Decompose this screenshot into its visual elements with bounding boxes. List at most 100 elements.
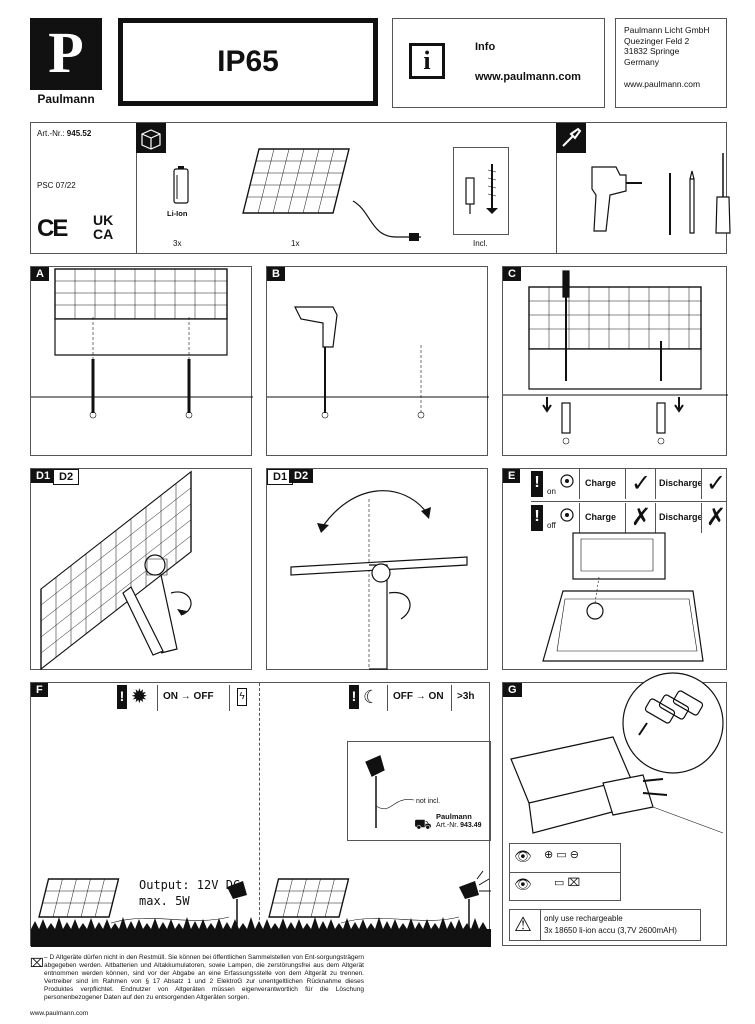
pencil-icon bbox=[689, 170, 695, 234]
step-f-label: F bbox=[31, 683, 48, 697]
step-d2-label: D2 bbox=[289, 469, 314, 483]
sun-icon: ✹ bbox=[131, 686, 148, 708]
rotate-panel-drawing bbox=[290, 490, 468, 670]
accessory-box: not incl. ⛟ Paulmann Art.-Nr. 943.49 bbox=[347, 741, 491, 841]
output-spec: Output: 12V DC max. 5W bbox=[139, 877, 240, 909]
charge-label-on: Charge bbox=[585, 478, 617, 488]
charge-cross-off: ✗ bbox=[631, 504, 652, 531]
accessory-art-number: 943.49 bbox=[460, 822, 482, 829]
battery-polarity-icon: ⊕ ▭ ⊖ bbox=[544, 849, 579, 861]
ukca-mark: UK CA bbox=[93, 213, 113, 241]
battery-disposal-icon: ▭ ⌧ bbox=[554, 877, 581, 889]
battery-insert-drawing bbox=[510, 672, 724, 834]
info-box: i Info www.paulmann.com bbox=[392, 18, 605, 108]
screw-mount-drawing bbox=[503, 270, 728, 445]
battery-label: Li-Ion bbox=[167, 209, 188, 218]
wall-mount-drawing bbox=[31, 268, 253, 419]
battery-warning: ⚠ only use rechargeable 3x 18650 li-ion … bbox=[509, 909, 701, 941]
switch-location-drawing bbox=[542, 532, 704, 662]
step-d1-panel: D1 D2 bbox=[30, 468, 252, 671]
discharge-cross-off: ✗ bbox=[706, 504, 727, 531]
art-number-line: Art.-Nr.: 945.52 bbox=[37, 129, 91, 138]
drilling-drawing bbox=[267, 306, 489, 419]
moon-icon: ☾ bbox=[363, 687, 380, 707]
footer-url[interactable]: www.paulmann.com bbox=[30, 1010, 89, 1017]
night-switch-text: OFF → ON bbox=[393, 691, 444, 702]
eye-icon: 👁 bbox=[514, 848, 532, 864]
spotlight-icon bbox=[365, 755, 415, 828]
step-d1-label-outline: D1 bbox=[267, 469, 294, 485]
day-switch-text: ON → OFF bbox=[163, 691, 214, 702]
battery-orientation-box: 👁 ⊕ ▭ ⊖ 👁 ▭ ⌧ bbox=[509, 843, 621, 901]
step-e-panel: E ! on Charge ✓ Discharge ✓ ! off Charge… bbox=[502, 468, 727, 670]
step-a-label: A bbox=[31, 267, 49, 281]
night-duration: >3h bbox=[457, 691, 475, 702]
charge-check-on: ✓ bbox=[631, 470, 652, 497]
warning-line-1: only use rechargeable bbox=[544, 914, 623, 923]
uk-mark: UK bbox=[93, 212, 114, 228]
day-condition: ! ✹ ON → OFF ϟ bbox=[117, 685, 259, 711]
company-line: Paulmann Licht GmbH bbox=[624, 25, 710, 35]
battery-icon bbox=[173, 166, 189, 204]
screws-dowels-icon bbox=[465, 164, 498, 214]
company-line: 31832 Springe bbox=[624, 46, 680, 56]
step-g-panel: G 👁 ⊕ ▭ ⊖ 👁 ▭ ⌧ ⚠ only use rechargeable … bbox=[502, 672, 727, 946]
step-g-label: G bbox=[503, 683, 522, 697]
battery-qty: 3x bbox=[173, 239, 182, 248]
step-f-panel: F ! ✹ ON → OFF ϟ ! ☾ OFF → ON >3h not in… bbox=[30, 682, 491, 947]
screwdriver-large-icon bbox=[715, 153, 731, 234]
step-a-panel: A bbox=[30, 266, 253, 456]
step-e-label: E bbox=[503, 469, 521, 483]
discharge-label-off: Discharge bbox=[659, 512, 703, 522]
cart-icon: ⛟ bbox=[414, 816, 432, 832]
company-box: Paulmann Licht GmbH Quezinger Feld 2 318… bbox=[615, 18, 727, 108]
eye-icon: 👁 bbox=[514, 876, 532, 892]
drill-bit-icon bbox=[669, 173, 671, 235]
info-url[interactable]: www.paulmann.com bbox=[475, 71, 581, 83]
product-box: Art.-Nr.: 945.52 PSC 07/22 CE UK CA Li-I… bbox=[30, 122, 731, 254]
brand-logo: P Paulmann bbox=[30, 18, 102, 114]
package-icon-tag bbox=[136, 123, 166, 153]
warning-line-2: 3x 18650 li-ion accu (3,7V 2600mAH) bbox=[544, 926, 677, 935]
step-c-panel: C bbox=[502, 266, 728, 456]
step-d1-label: D1 bbox=[31, 469, 56, 483]
ce-mark: CE bbox=[37, 215, 68, 242]
company-line: Quezinger Feld 2 bbox=[624, 35, 690, 46]
weee-icon: ⌧ bbox=[30, 956, 44, 970]
discharge-check-on: ✓ bbox=[706, 470, 727, 497]
switch-icon bbox=[560, 508, 574, 522]
warning-icon: ! bbox=[531, 471, 543, 497]
disposal-text: – D Altgeräte dürfen nicht in den Restmü… bbox=[44, 954, 364, 1001]
step-d2-label-outline: D2 bbox=[53, 469, 80, 485]
info-icon: i bbox=[409, 43, 445, 79]
discharge-label-on: Discharge bbox=[659, 478, 703, 488]
screws-box bbox=[453, 147, 509, 235]
accessory-art-label: Art.-Nr. bbox=[436, 822, 459, 829]
step-b-label: B bbox=[267, 267, 285, 281]
warning-triangle-icon: ⚠ bbox=[514, 914, 532, 936]
night-condition: ! ☾ OFF → ON >3h bbox=[349, 685, 489, 711]
switch-on-label: on bbox=[547, 487, 556, 496]
solar-panel-icon bbox=[242, 148, 421, 241]
screwdriver-icon bbox=[562, 127, 582, 147]
art-number: 945.52 bbox=[66, 129, 92, 138]
tools-icon-tag bbox=[556, 123, 586, 153]
warning-icon: ! bbox=[117, 685, 127, 709]
charging-battery-icon: ϟ bbox=[237, 688, 247, 706]
brand-letter: P bbox=[48, 20, 84, 85]
warning-icon: ! bbox=[531, 505, 543, 531]
warning-icon: ! bbox=[349, 685, 359, 709]
company-url[interactable]: www.paulmann.com bbox=[624, 79, 701, 89]
company-line: Germany bbox=[624, 56, 659, 67]
step-d2-panel: D1 D2 bbox=[266, 468, 488, 670]
accessory-art-line: Art.-Nr. 943.49 bbox=[436, 822, 482, 829]
art-label: Art.-Nr.: bbox=[37, 129, 65, 138]
switch-on-row: ! on Charge ✓ Discharge ✓ bbox=[531, 469, 727, 499]
ip-rating-box: IP65 bbox=[118, 18, 378, 106]
switch-off-label: off bbox=[547, 521, 556, 530]
output-power: max. 5W bbox=[139, 894, 190, 908]
panel-qty: 1x bbox=[291, 239, 300, 248]
info-label: Info bbox=[475, 41, 496, 53]
accessory-brand: Paulmann bbox=[436, 812, 472, 821]
step-b-panel: B bbox=[266, 266, 489, 456]
